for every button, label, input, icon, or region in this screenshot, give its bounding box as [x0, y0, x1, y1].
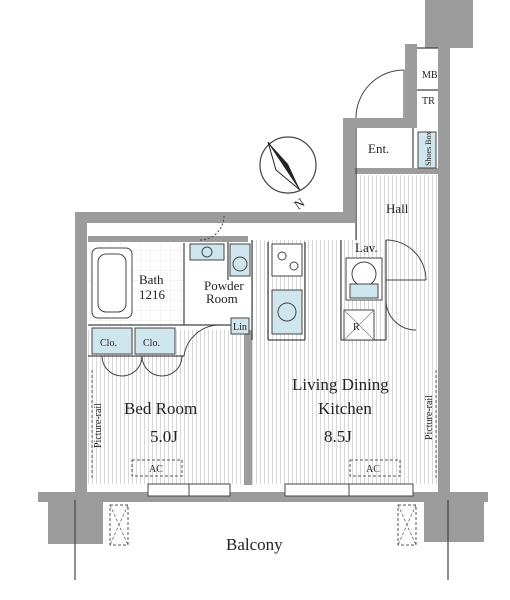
- balcony-label: Balcony: [226, 535, 283, 554]
- powder-room-label-line2: Room: [206, 291, 238, 306]
- mb-label: MB: [422, 70, 438, 81]
- bath-size-label: 1216: [139, 287, 166, 302]
- door-swings: [101, 69, 427, 377]
- powder-room-label-line1: Powder: [204, 278, 244, 293]
- closet-2: [134, 327, 176, 355]
- ac-bedroom-label: AC: [149, 464, 163, 475]
- tr-label: TR: [422, 96, 435, 107]
- ldk-label-line2: Kitchen: [318, 399, 372, 418]
- compass-icon: [259, 136, 317, 194]
- shoes-box-label: Shoes Box: [424, 132, 433, 166]
- closet-2-label: Clo.: [143, 338, 160, 349]
- ac-unit-bedroom: [131, 459, 183, 477]
- building-column: [425, 0, 473, 48]
- closet-1: [91, 327, 133, 355]
- shoes-box: [417, 131, 437, 169]
- entrance-label: Ent.: [368, 141, 389, 156]
- hall-label: Hall: [386, 201, 409, 216]
- balcony-structure: [38, 492, 488, 580]
- ldk-label-line1: Living Dining: [292, 375, 389, 394]
- sink-icon: [189, 243, 225, 261]
- picture-rail-left-label: Picture-rail: [93, 403, 104, 448]
- linen-closet: [230, 317, 250, 335]
- picture-rail-right-label: Picture-rail: [424, 395, 435, 440]
- ac-ldk-label: AC: [366, 464, 380, 475]
- bath-label: Bath: [139, 272, 164, 287]
- ac-unit-ldk: [349, 459, 401, 477]
- hall-floor: [356, 175, 440, 245]
- ldk-size-label: 8.5J: [324, 427, 352, 446]
- washing-machine-icon: [229, 243, 251, 277]
- toilet-icon: [345, 257, 383, 301]
- stove-icon: [271, 243, 303, 277]
- kitchen-sink-icon: [271, 289, 303, 335]
- walls: [75, 44, 450, 493]
- bedroom-label: Bed Room: [124, 399, 197, 418]
- bedroom-size-label: 5.0J: [150, 427, 178, 446]
- refrigerator-icon: [343, 309, 375, 341]
- lavatory-label: Lav.: [355, 240, 378, 255]
- refrigerator-label: R: [353, 322, 360, 333]
- windows: [147, 483, 414, 497]
- bathtub-icon: [91, 247, 133, 319]
- compass-north-label: N: [291, 194, 308, 212]
- linen-label: Lin: [233, 322, 247, 333]
- closet-1-label: Clo.: [100, 338, 117, 349]
